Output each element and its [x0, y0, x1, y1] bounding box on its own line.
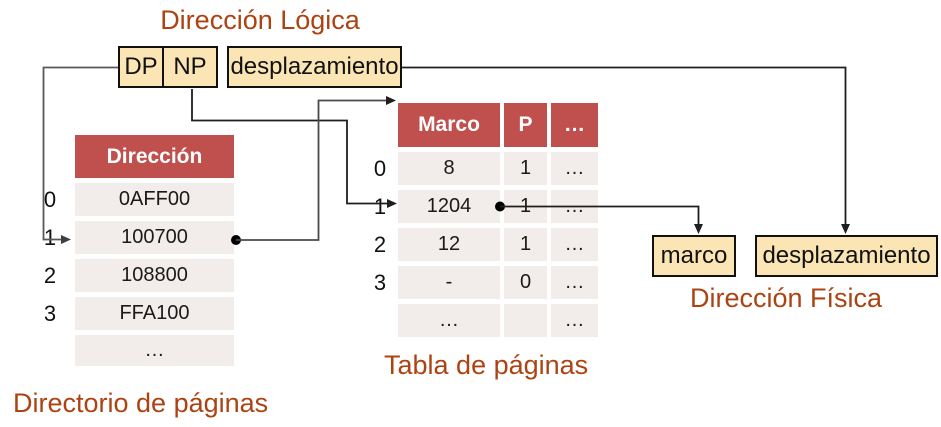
page-table-cell: …: [398, 304, 500, 337]
page-table-cell: 1: [504, 152, 547, 185]
page-table-cell: 1: [504, 228, 547, 261]
page-table-row-index-3: 3: [373, 270, 387, 295]
page-table-header-ellipsis: …: [551, 103, 598, 147]
physical-address-title: Dirección Física: [690, 283, 883, 313]
directory-row-index-3: 3: [43, 301, 57, 326]
logical-offset-field: desplazamiento: [227, 46, 402, 88]
page-table-header-marco: Marco: [398, 103, 500, 147]
page-table: Marco P … 8 1 … 1204 1 … 12 1 … - 0 … … …: [398, 103, 598, 337]
page-table-caption: Tabla de páginas: [384, 350, 589, 380]
directory-row: FFA100: [75, 297, 234, 330]
page-table-row-index-1: 1: [373, 194, 387, 219]
directory-row: 108800: [75, 259, 234, 292]
page-table-cell: 8: [398, 152, 500, 185]
np-field: NP: [162, 46, 218, 88]
logical-address-box: DP NP: [118, 46, 218, 88]
physical-frame-field: marco: [652, 235, 736, 277]
page-table-cell: …: [551, 152, 598, 185]
page-table-cell: 1204: [398, 190, 500, 223]
page-table-cell: …: [551, 304, 598, 337]
page-table-cell: 1: [504, 190, 547, 223]
directory-row-ellipsis: …: [75, 335, 234, 366]
physical-offset-field: desplazamiento: [755, 235, 938, 277]
directory-row-index-2: 2: [43, 263, 57, 288]
page-table-cell: 0: [504, 266, 547, 299]
page-table-cell: -: [398, 266, 500, 299]
directory-row: 100700: [75, 221, 234, 254]
logical-address-title: Dirección Lógica: [160, 5, 360, 35]
page-table-cell: …: [551, 228, 598, 261]
dp-field: DP: [118, 46, 164, 88]
page-table-row-index-0: 0: [373, 156, 387, 181]
page-table-row-index-2: 2: [373, 232, 387, 257]
directory-row-index-1: 1: [43, 225, 57, 250]
directory-row: 0AFF00: [75, 183, 234, 216]
page-table-cell: 12: [398, 228, 500, 261]
directory-caption: Directorio de páginas: [13, 388, 269, 418]
directory-row-index-0: 0: [43, 187, 57, 212]
directory-header-cell: Dirección: [75, 135, 234, 178]
page-table-header-p: P: [504, 103, 547, 147]
page-table-cell: …: [551, 266, 598, 299]
page-table-cell: [504, 304, 547, 337]
page-table-cell: …: [551, 190, 598, 223]
page-directory-table: Dirección 0AFF00 100700 108800 FFA100 …: [75, 135, 234, 366]
